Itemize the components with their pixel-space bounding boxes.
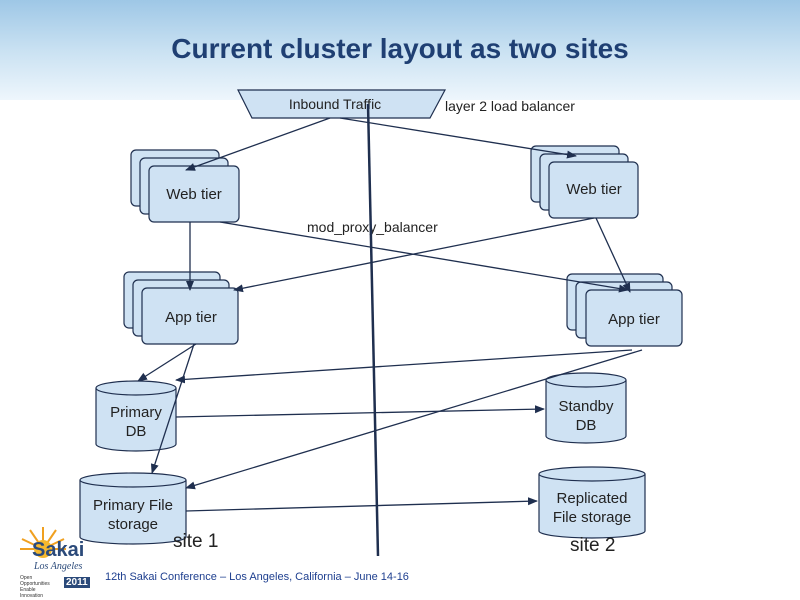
arrow-web-right-to-app-right — [595, 217, 631, 293]
arrow-storage-replication — [185, 497, 538, 512]
standby-db-line2: DB — [576, 417, 597, 434]
replicated-file-storage: Replicated File storage — [538, 466, 646, 539]
connection-arrows — [137, 117, 643, 512]
web-tier-left-label: Web tier — [166, 186, 222, 203]
app-tier-left: App tier — [123, 271, 239, 345]
app-tier-right: App tier — [566, 273, 683, 347]
arrow-lb-to-web-right — [339, 117, 577, 159]
footer-text: 12th Sakai Conference – Los Angeles, Cal… — [105, 571, 409, 583]
primary-db-line1: Primary — [110, 404, 162, 421]
logo-year: 2011 — [64, 577, 90, 588]
header-band — [0, 0, 800, 100]
primary-db: Primary DB — [95, 380, 177, 452]
inbound-traffic-label: Inbound Traffic — [289, 96, 381, 112]
arrow-web-left-to-app-right — [219, 221, 629, 293]
site2-label: site 2 — [570, 535, 615, 556]
replicated-storage-line1: Replicated — [557, 490, 628, 507]
standby-db-line1: Standby — [558, 398, 614, 415]
sakai-logo: Sakai Los Angeles Open Opportunities Ena… — [18, 525, 98, 599]
load-balancer-label: layer 2 load balancer — [445, 98, 575, 114]
logo-tagline: Open Opportunities Enable Innovation — [20, 575, 50, 599]
sun-icon — [20, 527, 66, 558]
app-tier-right-label: App tier — [608, 311, 660, 328]
primary-file-storage: Primary File storage — [79, 472, 187, 545]
page-title: Current cluster layout as two sites — [171, 33, 629, 64]
logo-brand: Sakai — [32, 539, 85, 561]
arrow-app-right-to-primary-db — [175, 349, 633, 384]
proxy-balancer-label: mod_proxy_balancer — [307, 219, 438, 235]
replicated-storage-line2: File storage — [553, 509, 631, 526]
primary-storage-line1: Primary File — [93, 497, 173, 514]
site-divider-line — [366, 103, 380, 557]
primary-storage-line2: storage — [108, 516, 158, 533]
logo-city: Los Angeles — [34, 561, 83, 572]
arrow-app-right-to-primary-storage — [185, 349, 643, 490]
arrow-db-replication — [175, 405, 545, 418]
arrow-web-right-to-app-left — [233, 217, 595, 293]
primary-db-line2: DB — [126, 423, 147, 440]
site1-label: site 1 — [173, 531, 218, 552]
arrow-app-left-to-primary-storage — [150, 343, 195, 474]
web-tier-right: Web tier — [530, 145, 639, 219]
web-tier-right-label: Web tier — [566, 181, 622, 198]
web-tier-left: Web tier — [130, 149, 240, 223]
arrow-lb-to-web-left — [185, 117, 331, 171]
app-tier-left-label: App tier — [165, 309, 217, 326]
inbound-traffic-box: Inbound Traffic — [237, 89, 447, 119]
standby-db: Standby DB — [545, 372, 627, 444]
arrow-app-left-to-primary-db — [137, 343, 197, 382]
